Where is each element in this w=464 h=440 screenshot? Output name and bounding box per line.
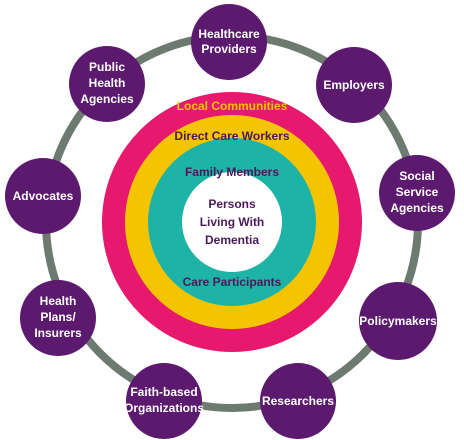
node-label: Service (396, 185, 439, 199)
node-label: Policymakers (359, 314, 437, 328)
node-label: Public (89, 60, 125, 74)
inner-ring-bottom-label: Care Participants (183, 275, 282, 289)
node-label: Providers (201, 42, 257, 56)
node-label: Organizations (124, 401, 204, 415)
center-label-line-1: Persons (208, 197, 256, 211)
node-label: Health (89, 76, 126, 90)
node-label: Social (399, 169, 434, 183)
node-label: Agencies (80, 92, 134, 106)
node-label: Employers (323, 78, 385, 92)
node-policymakers: Policymakers (359, 282, 437, 360)
outer-ring-label: Local Communities (177, 99, 288, 113)
center-label-line-2: Living With (200, 215, 265, 229)
node-employers: Employers (316, 47, 392, 123)
middle-ring-label: Direct Care Workers (174, 129, 289, 143)
node-faith-based-organizations: Faith-based Organizations (124, 363, 204, 439)
center-circle (182, 172, 282, 272)
node-healthcare-providers: Healthcare Providers (191, 4, 267, 80)
node-label: Health (40, 294, 77, 308)
center-label-line-3: Dementia (205, 233, 259, 247)
node-label: Plans/ (40, 310, 76, 324)
node-label: Advocates (13, 189, 74, 203)
node-public-health-agencies: Public Health Agencies (69, 46, 145, 122)
inner-ring-top-label: Family Members (185, 165, 279, 179)
node-health-plans-insurers: Health Plans/ Insurers (20, 280, 96, 356)
node-label: Researchers (262, 394, 334, 408)
node-label: Insurers (34, 326, 82, 340)
node-label: Healthcare (198, 27, 260, 41)
node-label: Agencies (390, 201, 444, 215)
node-social-service-agencies: Social Service Agencies (379, 155, 455, 231)
node-researchers: Researchers (260, 363, 336, 439)
node-advocates: Advocates (5, 158, 81, 234)
node-label: Faith-based (130, 385, 197, 399)
